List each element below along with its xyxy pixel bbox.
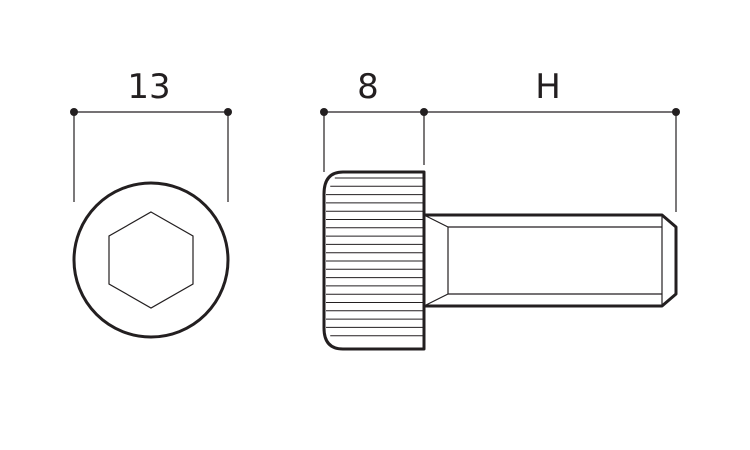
hex-socket <box>108 211 194 309</box>
dimension-dot <box>70 108 78 116</box>
head-outline <box>322 170 426 351</box>
shank-outline <box>422 213 678 308</box>
head-diameter-label: 13 <box>127 67 170 107</box>
chamfer-line <box>423 214 449 228</box>
knurled-head <box>322 170 426 351</box>
knurl-lines <box>326 177 423 337</box>
head-height-label: 8 <box>357 67 379 107</box>
shank-length-label: H <box>535 67 561 107</box>
head-height-dimension: 8 <box>320 67 428 172</box>
shank-length-dimension: H <box>424 67 680 212</box>
head-outline-circle <box>72 181 230 339</box>
dimension-dot <box>224 108 232 116</box>
end-view: 13 <box>70 67 232 339</box>
dimension-dot <box>320 108 328 116</box>
threaded-shank <box>422 213 678 308</box>
side-view: 8 H <box>320 67 680 351</box>
head-diameter-dimension: 13 <box>70 67 232 202</box>
chamfer-line <box>423 293 449 307</box>
dimension-dot <box>672 108 680 116</box>
